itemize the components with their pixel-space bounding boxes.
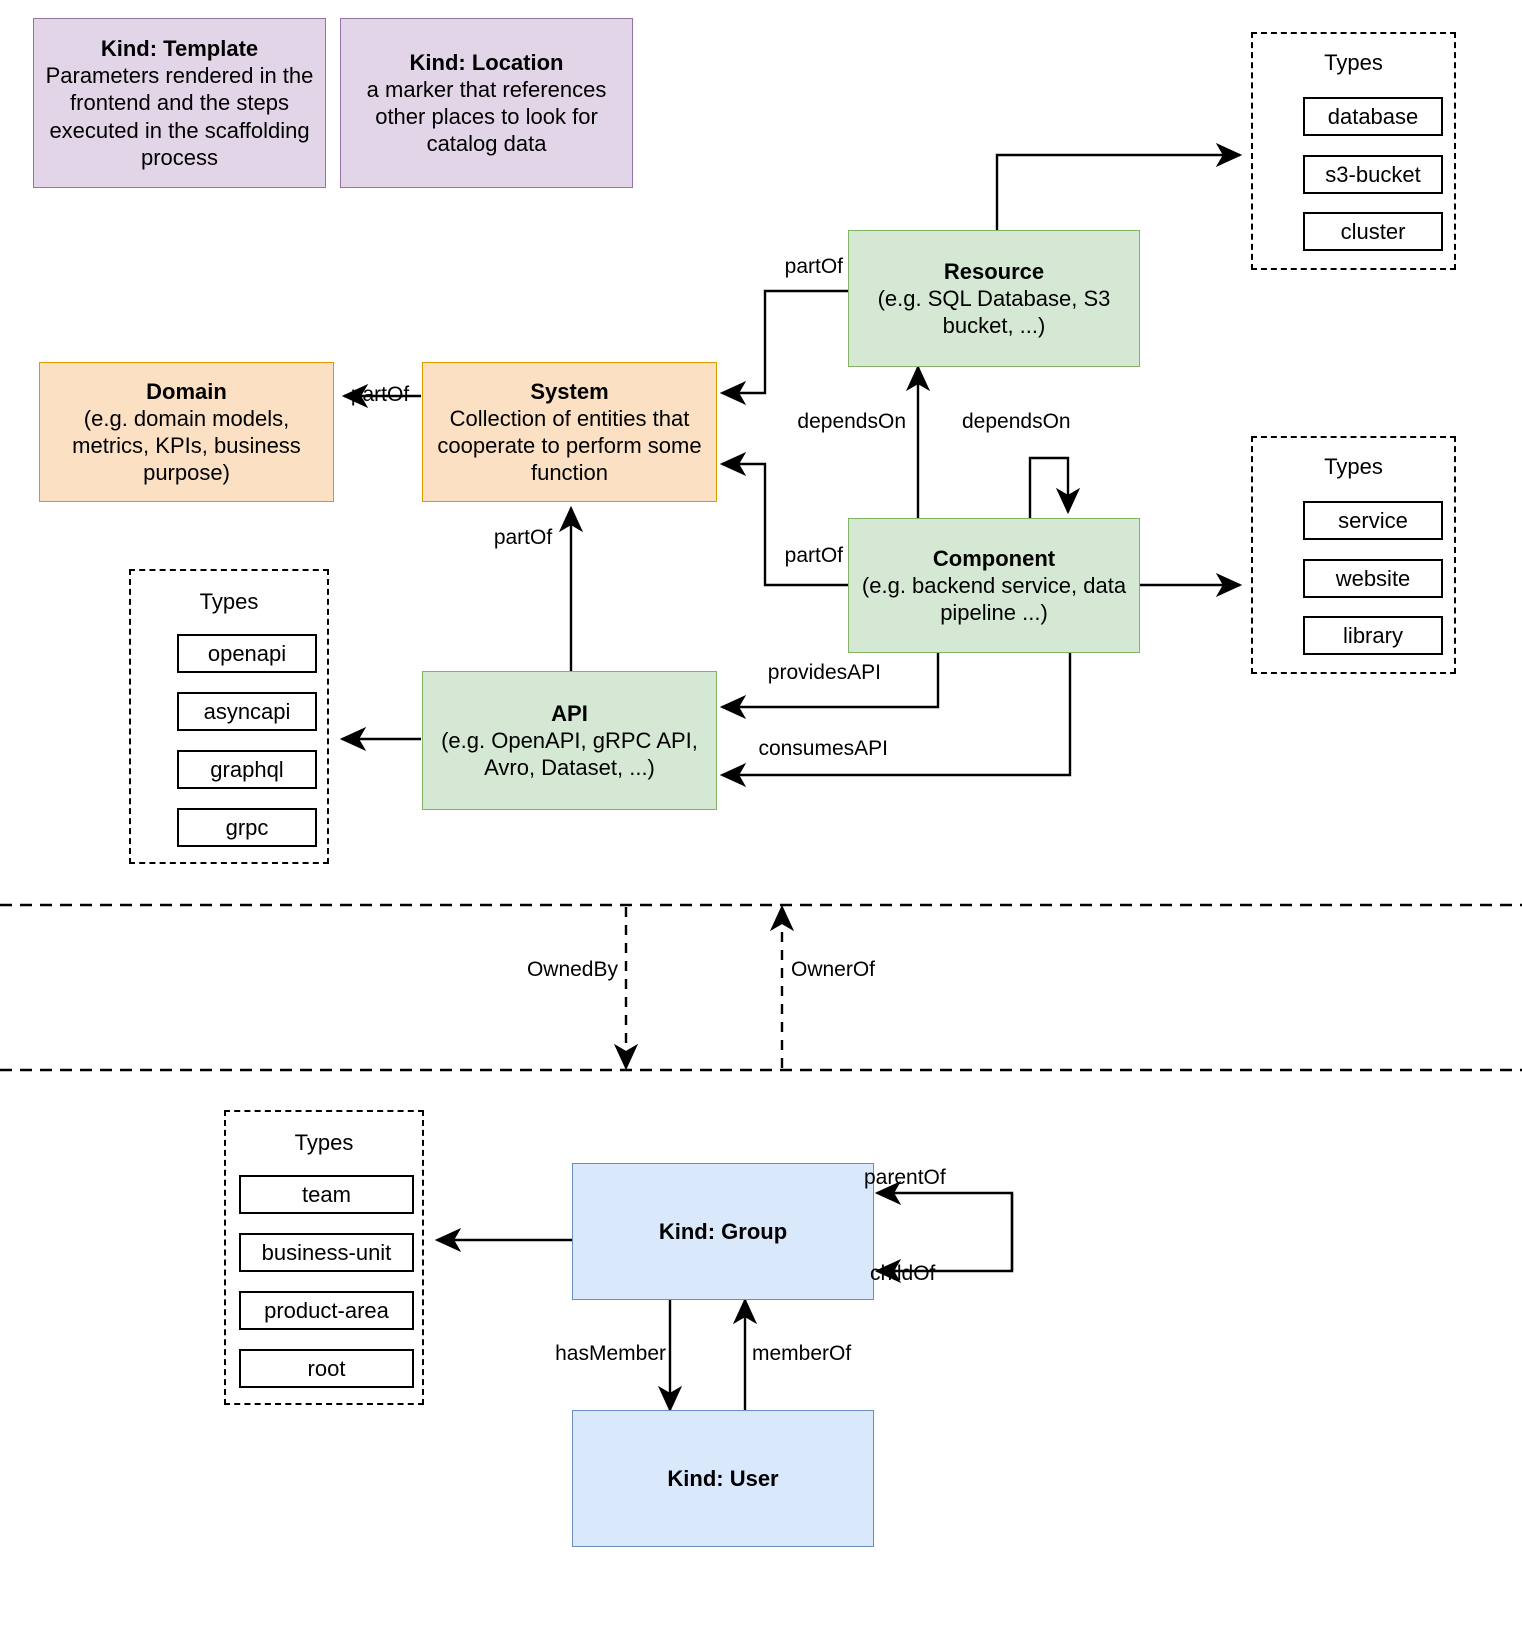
- type-chip-service[interactable]: service: [1303, 501, 1443, 540]
- edge-resource-to-types: [995, 142, 1243, 230]
- edge-label-api-partof-system: partOf: [493, 526, 553, 549]
- node-component-desc: (e.g. backend service, data pipeline ...…: [861, 572, 1127, 626]
- edge-resource-partof-system: [719, 289, 880, 406]
- edge-label-user-memberof: memberOf: [752, 1342, 852, 1365]
- node-resource-desc: (e.g. SQL Database, S3 bucket, ...): [877, 285, 1111, 339]
- type-chip-cluster[interactable]: cluster: [1303, 212, 1443, 251]
- edge-label-component-partof-system: partOf: [784, 544, 843, 567]
- node-template-title: Kind: Template: [100, 36, 259, 62]
- node-system-desc: Collection of entities that cooperate to…: [437, 405, 702, 486]
- type-chip-website[interactable]: website: [1303, 559, 1443, 598]
- node-location[interactable]: Kind: Location a marker that references …: [340, 18, 633, 188]
- edge-component-providesapi-api: [719, 653, 940, 720]
- node-group[interactable]: Kind: Group: [572, 1163, 874, 1300]
- type-chip-graphql[interactable]: graphql: [177, 750, 317, 789]
- node-template[interactable]: Kind: Template Parameters rendered in th…: [33, 18, 326, 188]
- edge-label-group-parentof: parentOf: [864, 1166, 946, 1189]
- node-resource[interactable]: Resource (e.g. SQL Database, S3 bucket, …: [848, 230, 1140, 367]
- node-resource-title: Resource: [943, 258, 1045, 284]
- node-component[interactable]: Component (e.g. backend service, data pi…: [848, 518, 1140, 653]
- node-user[interactable]: Kind: User: [572, 1410, 874, 1547]
- edge-label-component-consumesapi: consumesAPI: [758, 737, 888, 760]
- type-chip-root[interactable]: root: [239, 1349, 414, 1388]
- edge-label-component-dependson-resource: dependsOn: [797, 410, 906, 433]
- types-group-api: Types openapi asyncapi graphql grpc: [129, 569, 329, 864]
- type-chip-database[interactable]: database: [1303, 97, 1443, 136]
- node-system-title: System: [530, 378, 609, 404]
- edge-component-consumesapi-api: [719, 653, 1072, 788]
- type-chip-library[interactable]: library: [1303, 616, 1443, 655]
- type-chip-asyncapi[interactable]: asyncapi: [177, 692, 317, 731]
- edges-layer: [0, 142, 1522, 1413]
- type-chip-grpc[interactable]: grpc: [177, 808, 317, 847]
- edge-label-ownedby: OwnedBy: [526, 958, 618, 981]
- type-chip-openapi[interactable]: openapi: [177, 634, 317, 673]
- node-api-desc: (e.g. OpenAPI, gRPC API, Avro, Dataset, …: [441, 727, 698, 781]
- edge-label-system-partof-domain: partOf: [350, 383, 410, 406]
- edge-label-group-hasmember: hasMember: [555, 1342, 666, 1365]
- edge-group-parentof: [874, 1180, 1014, 1271]
- node-api-title: API: [551, 700, 588, 726]
- node-group-title: Kind: Group: [658, 1218, 788, 1244]
- type-chip-business-unit[interactable]: business-unit: [239, 1233, 414, 1272]
- node-location-desc: a marker that references other places to…: [366, 76, 607, 157]
- node-system[interactable]: System Collection of entities that coope…: [422, 362, 717, 502]
- node-domain-title: Domain: [146, 378, 227, 404]
- types-group-group-title: Types: [294, 1130, 354, 1155]
- edge-label-resource-partof-system: partOf: [784, 255, 843, 278]
- node-user-title: Kind: User: [667, 1465, 779, 1491]
- types-group-group: Types team business-unit product-area ro…: [224, 1110, 424, 1405]
- node-template-desc: Parameters rendered in the frontend and …: [45, 63, 314, 170]
- edge-label-group-childof: childOf: [870, 1262, 936, 1285]
- node-component-title: Component: [932, 545, 1056, 571]
- types-group-component-title: Types: [1324, 454, 1383, 479]
- types-group-resource: Types database s3-bucket cluster: [1251, 32, 1456, 270]
- types-group-resource-title: Types: [1324, 50, 1383, 75]
- edge-group-childof: [874, 1193, 1014, 1284]
- edge-component-dependson-self: [1028, 456, 1081, 518]
- node-domain[interactable]: Domain (e.g. domain models, metrics, KPI…: [39, 362, 334, 502]
- node-api[interactable]: API (e.g. OpenAPI, gRPC API, Avro, Datas…: [422, 671, 717, 810]
- edge-label-ownerof: OwnerOf: [791, 958, 876, 981]
- type-chip-s3-bucket[interactable]: s3-bucket: [1303, 155, 1443, 194]
- edge-component-partof-system: [719, 451, 848, 587]
- type-chip-team[interactable]: team: [239, 1175, 414, 1214]
- edge-label-component-providesapi: providesAPI: [767, 661, 881, 684]
- node-location-title: Kind: Location: [409, 49, 564, 75]
- types-group-api-title: Types: [199, 589, 259, 614]
- node-domain-desc: (e.g. domain models, metrics, KPIs, busi…: [72, 405, 301, 486]
- types-group-component: Types service website library: [1251, 436, 1456, 674]
- edge-label-component-dependson-self: dependsOn: [962, 410, 1071, 433]
- type-chip-product-area[interactable]: product-area: [239, 1291, 414, 1330]
